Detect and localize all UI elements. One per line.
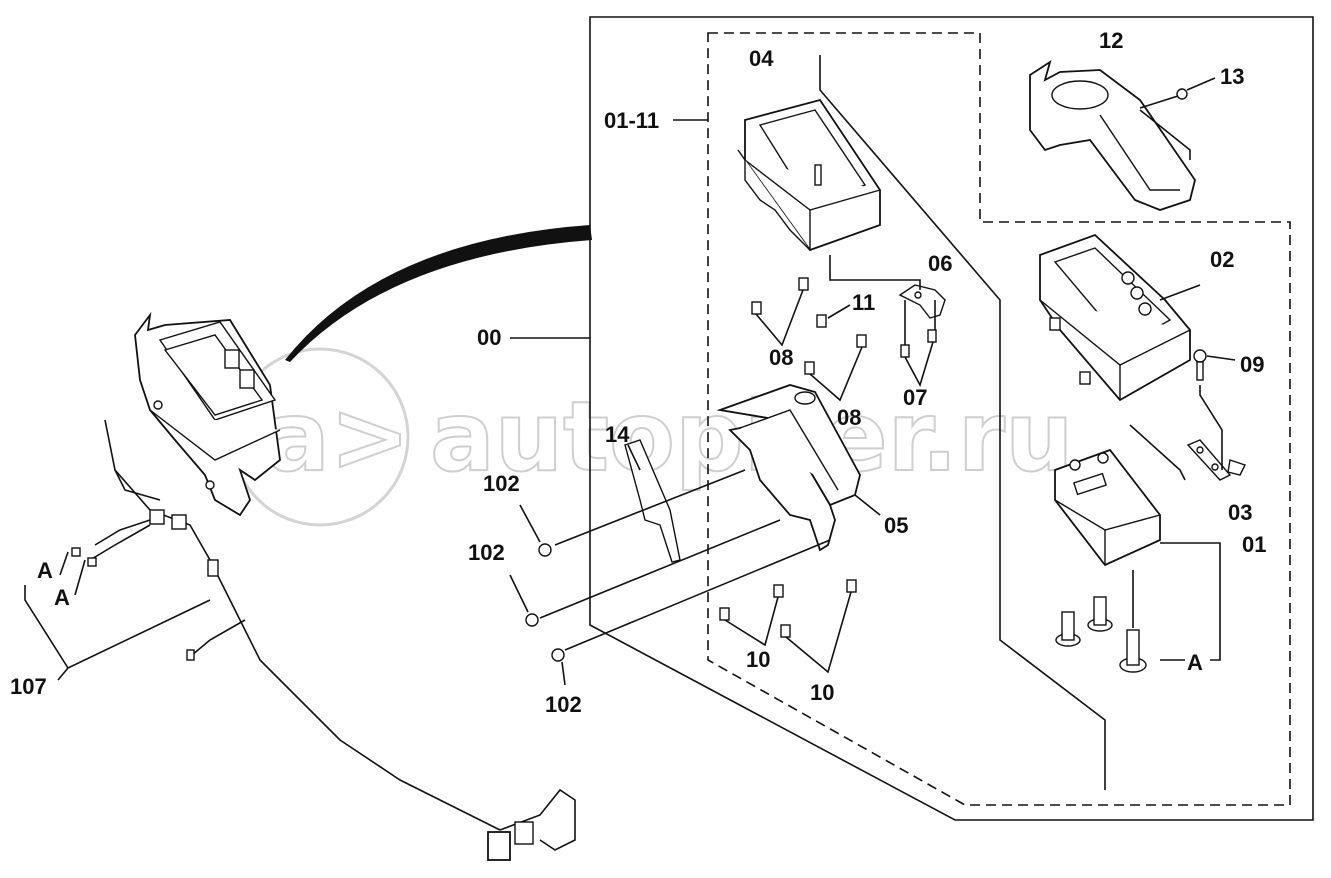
part-14-plate <box>624 439 681 563</box>
callout-102c: 102 <box>545 692 582 717</box>
part-08-screws <box>751 277 867 402</box>
axis-102a <box>554 469 746 546</box>
callout-04: 04 <box>749 46 774 71</box>
assembly-01-11-frame <box>707 32 1291 806</box>
part-11-screw <box>816 304 851 328</box>
callout-10a: 10 <box>746 647 770 672</box>
callout-a1: A <box>37 558 53 583</box>
callout-12: 12 <box>1099 28 1123 53</box>
callout-01-11: 01-11 <box>604 108 659 133</box>
zoom-connector <box>285 225 592 362</box>
assembly-00-frame <box>589 16 1314 821</box>
callout-13: 13 <box>1220 64 1244 89</box>
callout-102b: 102 <box>468 540 505 565</box>
part-12-cover <box>1029 59 1196 211</box>
part-03-bracket <box>1129 385 1246 481</box>
callout-107: 107 <box>10 674 47 699</box>
assembled-unit <box>134 311 281 517</box>
part-02-lid <box>1039 233 1191 402</box>
callout-14: 14 <box>605 422 630 447</box>
part-09-screw <box>1193 349 1236 381</box>
leader-02 <box>1159 284 1201 301</box>
part-01-knobs <box>1055 570 1147 673</box>
callout-10b: 10 <box>810 680 834 705</box>
part-102-bolts <box>509 504 566 686</box>
axis-102c <box>564 539 831 651</box>
callout-102a: 102 <box>483 471 520 496</box>
part-06-clamp <box>829 255 946 319</box>
part-13-screw <box>1139 77 1216 109</box>
callout-08a: 08 <box>769 345 793 370</box>
callout-a2: A <box>54 585 70 610</box>
callout-01: 01 <box>1242 532 1266 557</box>
callout-05: 05 <box>884 513 908 538</box>
callout-08b: 08 <box>837 405 861 430</box>
part-107-harness <box>24 419 576 861</box>
callout-09: 09 <box>1240 352 1264 377</box>
leader-01 <box>1160 542 1221 661</box>
callout-02: 02 <box>1210 247 1234 272</box>
callout-07: 07 <box>903 385 927 410</box>
part-05-bracket <box>716 384 881 552</box>
part-01-meter <box>1054 448 1161 567</box>
callout-a3: A <box>1187 650 1203 675</box>
callout-03: 03 <box>1228 500 1252 525</box>
part-10-screws <box>719 579 857 674</box>
callout-00: 00 <box>477 325 501 350</box>
callout-11: 11 <box>852 290 875 315</box>
callout-06: 06 <box>928 251 952 276</box>
axis-102b <box>539 519 781 619</box>
guide-line <box>819 55 1106 790</box>
part-04-housing <box>737 98 881 252</box>
watermark-logo-glyph: a> <box>265 381 410 493</box>
part-07-screws <box>900 300 937 388</box>
